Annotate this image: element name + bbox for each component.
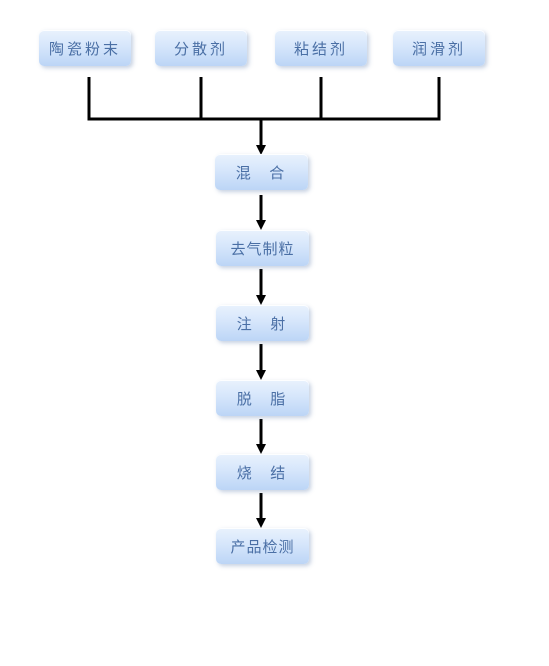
input-label: 分散剂 xyxy=(173,39,228,58)
input-dispersant: 分散剂 xyxy=(155,30,247,66)
step-debinding: 脱 脂 xyxy=(216,380,309,416)
input-label: 粘结剂 xyxy=(293,39,348,58)
input-binder: 粘结剂 xyxy=(275,30,367,66)
step-label: 烧 结 xyxy=(236,463,289,482)
step-label: 产品检测 xyxy=(230,537,295,556)
step-product-inspection: 产品检测 xyxy=(216,528,309,564)
input-label: 润滑剂 xyxy=(411,39,466,58)
step-sintering: 烧 结 xyxy=(216,454,309,490)
step-degassing-granulation: 去气制粒 xyxy=(216,230,309,266)
step-mixing: 混 合 xyxy=(215,154,308,190)
step-label: 注 射 xyxy=(236,314,289,333)
step-injection: 注 射 xyxy=(216,305,309,341)
input-label: 陶瓷粉末 xyxy=(48,39,121,58)
input-ceramic-powder: 陶瓷粉末 xyxy=(39,30,131,66)
input-lubricant: 润滑剂 xyxy=(393,30,485,66)
step-label: 去气制粒 xyxy=(230,239,295,258)
step-label: 混 合 xyxy=(235,163,288,182)
step-label: 脱 脂 xyxy=(236,389,289,408)
